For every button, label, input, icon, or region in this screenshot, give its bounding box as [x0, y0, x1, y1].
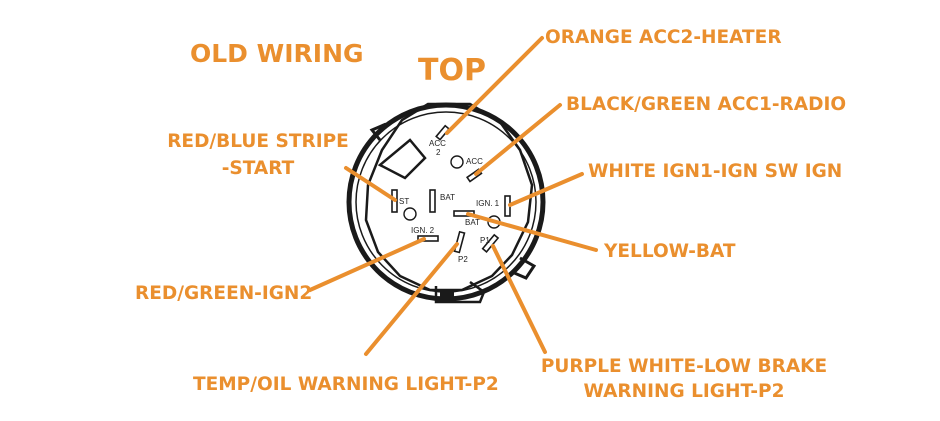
- pin-acc2: [435, 124, 451, 141]
- leader-yellow-bat: [466, 212, 598, 252]
- terminal-label-bat-top: BAT: [440, 193, 455, 202]
- leader-temp-oil: [364, 242, 459, 356]
- leader-red-green-ign2: [308, 237, 426, 292]
- left-ear: [369, 122, 387, 141]
- terminal-label-ign2: IGN. 2: [411, 226, 435, 235]
- top-key-notch: [377, 138, 427, 180]
- leader-lines: [308, 36, 598, 356]
- leader-red-blue-start: [344, 166, 397, 202]
- callout-purple-line2: WARNING LIGHT-P2: [584, 381, 785, 402]
- mount-hole-top: [450, 155, 464, 169]
- terminal-label-ign1: IGN. 1: [476, 199, 500, 208]
- leader-orange-acc2: [445, 36, 544, 135]
- bottom-lock-tab: [434, 280, 486, 304]
- mount-hole-left: [403, 207, 417, 221]
- pin-bat-mid: [453, 210, 475, 217]
- pin-p2: [453, 230, 466, 254]
- terminal-label-acc1: ACC: [466, 157, 483, 166]
- connector-face: [364, 102, 534, 292]
- terminal-label-acc2: ACC: [429, 139, 446, 148]
- callout-orange-acc2: ORANGE ACC2-HEATER: [545, 27, 782, 48]
- pin-ign2: [417, 235, 439, 242]
- callout-black-green-acc1: BLACK/GREEN ACC1-RADIO: [566, 94, 846, 115]
- heading-top: TOP: [418, 53, 486, 88]
- terminal-label-acc2-num: 2: [436, 148, 441, 157]
- terminal-label-p1: P1: [480, 236, 490, 245]
- lock-tab-block: [440, 289, 454, 299]
- heading-old-wiring: OLD WIRING: [190, 39, 364, 68]
- callout-white-ign1: WHITE IGN1-IGN SW IGN: [588, 161, 842, 182]
- callout-purple-line1: PURPLE WHITE-LOW BRAKE: [541, 356, 827, 377]
- terminal-label-p2: P2: [458, 255, 468, 264]
- callout-red-blue-line2: -START: [222, 158, 295, 179]
- right-ear: [511, 256, 537, 280]
- leader-black-green-acc1: [474, 103, 562, 176]
- callout-red-green-ign2: RED/GREEN-IGN2: [135, 283, 312, 304]
- callout-red-blue-line1: RED/BLUE STRIPE: [167, 131, 349, 152]
- callout-yellow-bat: YELLOW-BAT: [603, 241, 736, 262]
- pin-bat-top: [429, 189, 436, 213]
- terminal-label-st: ST: [399, 197, 409, 206]
- callout-temp-oil: TEMP/OIL WARNING LIGHT-P2: [193, 374, 499, 395]
- leader-purple-white: [491, 244, 547, 354]
- leader-white-ign1: [508, 172, 584, 207]
- terminal-label-bat-mid: BAT: [465, 218, 480, 227]
